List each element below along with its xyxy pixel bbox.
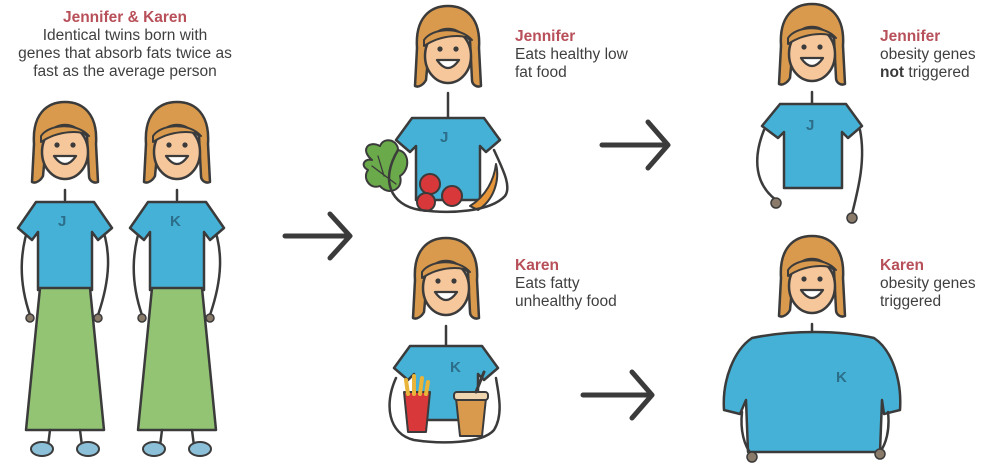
twin-jennifer-figure: J <box>18 102 112 456</box>
karen-result-figure: K <box>724 236 900 462</box>
jennifer-result-figure: J <box>757 4 862 223</box>
shirt-letter-k: K <box>836 369 847 386</box>
shirt-letter-j: J <box>58 213 66 230</box>
shirt-letter-k: K <box>170 213 181 230</box>
shirt-letter-k: K <box>450 359 461 376</box>
jennifer-eating-figure: J <box>364 6 508 212</box>
arrow-to-karen-result <box>583 372 652 418</box>
arrow-to-jennifer-result <box>602 122 668 168</box>
shirt-letter-j: J <box>440 129 448 146</box>
twin-karen-figure: K <box>130 102 224 456</box>
arrow-to-diets <box>285 214 350 258</box>
karen-eating-figure: K <box>390 238 500 442</box>
shirt-letter-j: J <box>806 117 814 134</box>
